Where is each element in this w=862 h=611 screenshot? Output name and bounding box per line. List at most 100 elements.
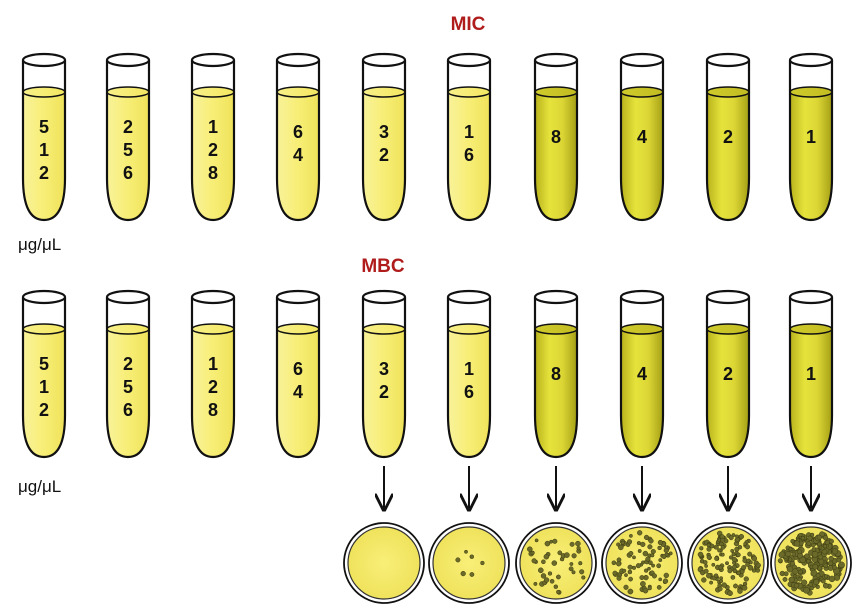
colony: [647, 566, 651, 571]
colony: [578, 561, 583, 566]
tube-outline: [21, 297, 67, 459]
tube-medium: [277, 92, 319, 220]
colony: [702, 560, 708, 565]
colony: [455, 557, 461, 563]
colony: [812, 563, 819, 570]
tube-meniscus: [789, 323, 833, 335]
colony: [576, 546, 581, 551]
colony: [747, 565, 754, 571]
colony: [730, 548, 735, 553]
colony: [648, 538, 654, 544]
colony: [797, 577, 803, 582]
colony: [730, 575, 736, 580]
colony: [809, 532, 815, 538]
tube-label-digit: 5: [39, 117, 49, 137]
tube-outline: [275, 60, 321, 222]
colony: [820, 578, 826, 584]
colony: [777, 558, 783, 563]
tube-label-digit: 2: [379, 382, 389, 402]
colony: [714, 556, 719, 561]
tube-label-digit: 8: [208, 400, 218, 420]
tube-medium: [363, 329, 405, 457]
colony: [832, 565, 837, 570]
colony: [571, 553, 577, 559]
tube-rim: [190, 289, 236, 305]
tube-rim: [361, 289, 407, 305]
colony: [828, 538, 834, 544]
colony: [703, 568, 709, 574]
tube-rim: [788, 52, 834, 68]
colony: [801, 579, 808, 586]
colony: [469, 554, 475, 559]
colony: [748, 560, 753, 565]
colony: [636, 541, 641, 546]
mic-tube-label: 4: [637, 127, 647, 147]
colony: [717, 548, 722, 553]
tube-meniscus: [362, 323, 406, 335]
colony: [647, 544, 653, 550]
colony: [564, 552, 570, 558]
colony: [706, 543, 711, 548]
colony: [807, 535, 813, 541]
tube-meniscus: [447, 323, 491, 335]
colony: [823, 574, 829, 579]
tube-rim: [105, 52, 151, 68]
colony: [796, 566, 802, 572]
colony: [804, 553, 810, 559]
tube-rim: [190, 52, 236, 68]
mic-tube: 4: [619, 52, 665, 222]
colony: [788, 576, 795, 583]
colony: [747, 551, 753, 557]
colony: [553, 584, 558, 589]
colony: [790, 538, 795, 544]
tube-label-digit: 6: [464, 145, 474, 165]
colony: [743, 576, 749, 582]
tube-medium: [621, 329, 663, 457]
colony: [741, 585, 748, 591]
colony: [811, 556, 818, 563]
tube-medium: [790, 329, 832, 457]
tube-label-digit: 1: [208, 117, 218, 137]
agar-plate: [770, 522, 852, 604]
tube-meniscus: [534, 86, 578, 98]
tube-medium: [535, 92, 577, 220]
colony: [629, 534, 633, 538]
tube-meniscus: [191, 86, 235, 98]
tube-medium: [107, 92, 149, 220]
mic-tube: 2: [705, 52, 751, 222]
colony: [709, 580, 714, 585]
tube-label-digit: 1: [806, 127, 816, 147]
colony: [727, 590, 733, 597]
colony: [718, 579, 724, 584]
colony: [815, 572, 821, 578]
colony: [793, 582, 800, 589]
colony: [569, 562, 574, 566]
colony: [737, 544, 743, 550]
tube-meniscus: [706, 323, 750, 335]
tube-medium: [23, 92, 65, 220]
colony: [713, 573, 719, 578]
colony: [530, 550, 535, 555]
colony: [656, 563, 662, 569]
colony: [706, 554, 712, 560]
agar-plate: [428, 522, 510, 604]
colony: [557, 550, 563, 556]
tube-medium: [23, 329, 65, 457]
colony: [639, 575, 645, 581]
tube-rim: [446, 289, 492, 305]
colony: [782, 576, 788, 582]
colony: [656, 585, 662, 590]
colony: [575, 540, 581, 547]
colony: [616, 542, 621, 547]
colony: [643, 534, 650, 540]
plate-agar: [347, 526, 421, 600]
tube-label-digit: 5: [123, 377, 133, 397]
colony: [816, 534, 822, 540]
tube-medium: [448, 329, 490, 457]
